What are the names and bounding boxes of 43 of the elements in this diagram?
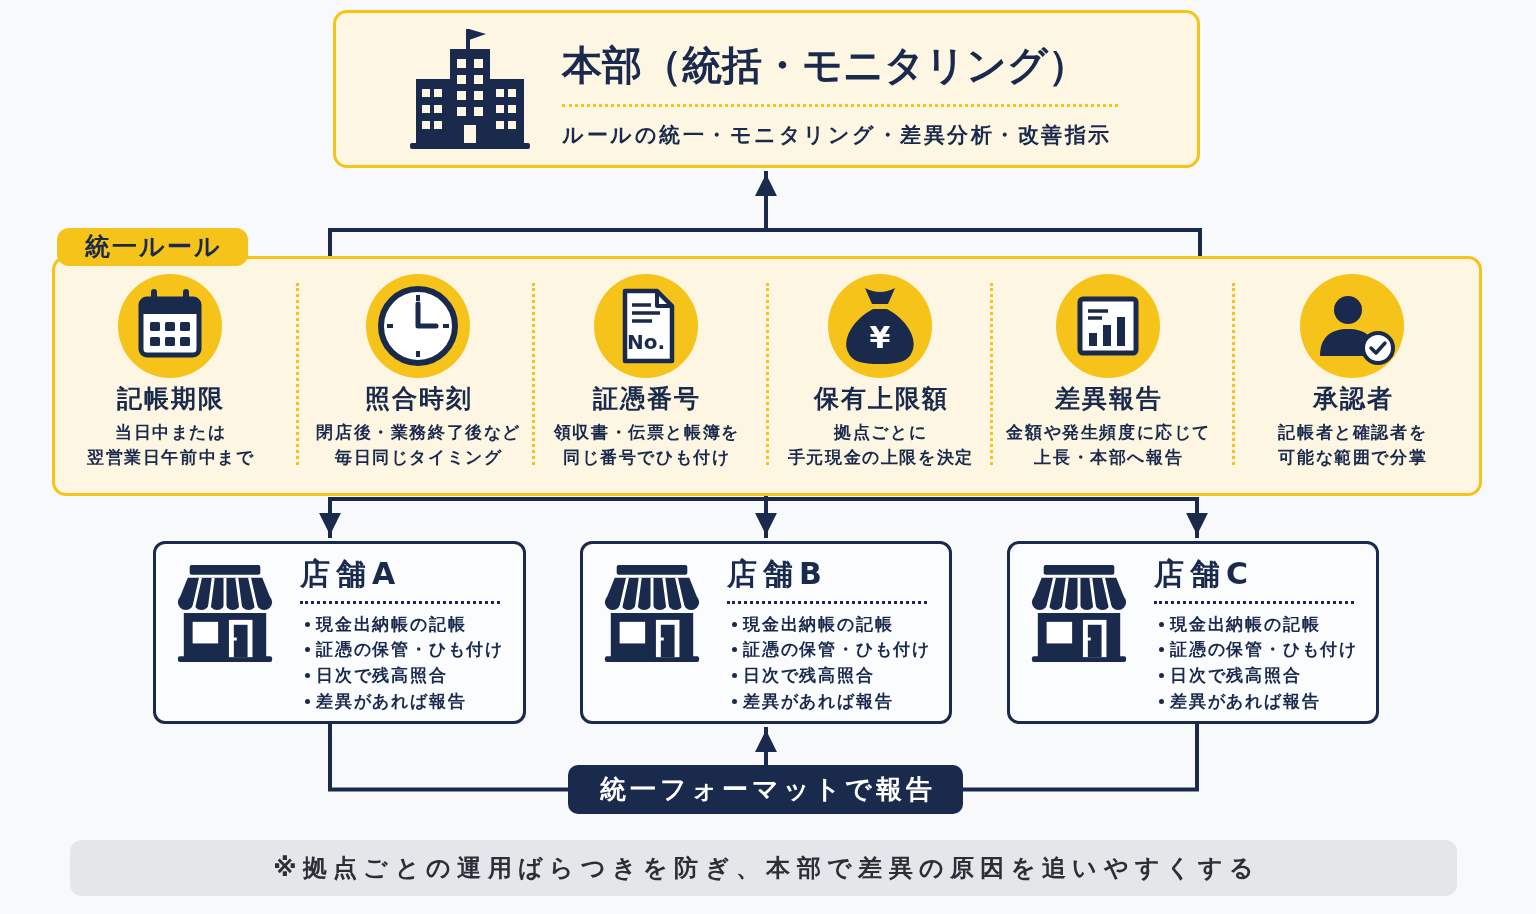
pill-text: 統一フォーマットで報告 (598, 773, 936, 806)
list-item: 日次で残高照合 (743, 663, 875, 687)
list-item: 現金出納帳の記帳 (1170, 612, 1321, 636)
currency-label: ¥ (869, 319, 891, 355)
list-item: 証憑の保管・ひも付け (1170, 638, 1358, 662)
note-text: ※拠点ごとの運用ばらつきを防ぎ、本部で差異の原因を追いやすくする (272, 853, 1261, 884)
item-heading: 証憑番号 (592, 384, 701, 414)
item-heading: 記帳期限 (116, 384, 225, 414)
list-item: 日次で残高照合 (1170, 663, 1302, 687)
list-item: 現金出納帳の記帳 (316, 612, 467, 636)
list-item: 差異があれば報告 (743, 689, 894, 713)
connector-arrow (328, 169, 1202, 258)
list-item: 日次で残高照合 (316, 663, 448, 687)
item-description: 領収書・伝票と帳簿を同じ番号でひも付け (552, 421, 740, 469)
card-heading: 店舗A (300, 555, 402, 593)
number-label: No. (626, 330, 666, 354)
item-heading: 差異報告 (1053, 384, 1163, 414)
item-description: 記帳者と確認者を可能な範囲で分掌 (1277, 421, 1428, 469)
label-pill (568, 765, 963, 814)
heading-tab: 統一ルール (57, 228, 248, 266)
card-heading: 店舗B (727, 555, 828, 593)
connector-line (963, 724, 1199, 792)
list-item: 現金出納帳の記帳 (743, 612, 894, 636)
item-description: 拠点ごとに手元現金の上限を決定 (786, 421, 974, 469)
item-description: 当日中または翌営業日午前中まで (86, 421, 255, 469)
item-heading: 承認者 (1311, 384, 1394, 414)
item-description: 金額や発生頻度に応じて上長・本部へ報告 (1005, 421, 1212, 469)
store-card (1007, 541, 1379, 724)
list-item: 差異があれば報告 (316, 689, 467, 713)
connector-line (328, 724, 568, 792)
header-panel (333, 10, 1200, 168)
connector-arrow (755, 727, 777, 765)
list-item: 差異があれば報告 (1170, 689, 1321, 713)
panel-subtitle: ルールの統一・モニタリング・差異分析・改善指示 (562, 122, 1112, 149)
item-heading: 照合時刻 (364, 384, 473, 414)
list-item: 証憑の保管・ひも付け (743, 638, 931, 662)
item-description: 閉店後・業務終了後など毎日同じタイミング (315, 421, 522, 469)
panel-title: 本部（統括・モニタリング） (562, 41, 1088, 90)
store-card (153, 541, 526, 724)
item-heading: 保有上限額 (812, 384, 949, 414)
store-card (580, 541, 952, 724)
list-item: 証憑の保管・ひも付け (316, 638, 504, 662)
card-heading: 店舗C (1154, 555, 1255, 593)
